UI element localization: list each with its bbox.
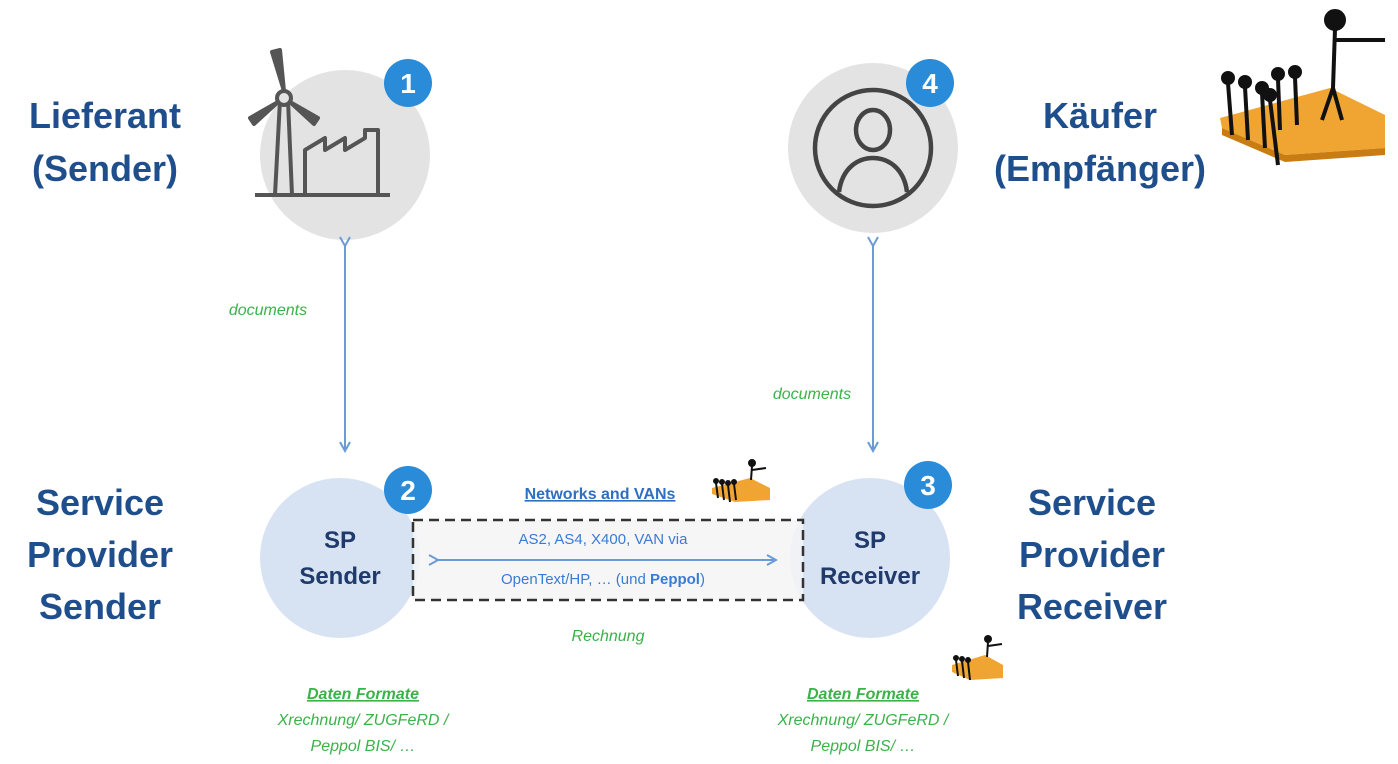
sp-receiver-inner-line1: SP [854,527,886,554]
networks-line2: OpenText/HP, … (und Peppol) [501,571,705,588]
buyer-title-line2: (Empfänger) [994,148,1206,189]
formats-right-line1: Xrechnung/ ZUGFeRD / [777,712,950,729]
sp-sender-title-line3: Sender [39,586,161,627]
badge-1-number: 1 [400,68,416,99]
formats-right-line2: Peppol BIS/ … [811,738,916,755]
networks-line2-peppol: Peppol [650,571,700,588]
formats-left: Daten Formate Xrechnung/ ZUGFeRD / Peppo… [277,686,450,755]
user-profile-icon [812,87,934,209]
formats-left-line1: Xrechnung/ ZUGFeRD / [277,712,450,729]
sp-sender-circle [260,478,420,638]
networks-line2-prefix: OpenText/HP, … (und [501,571,650,588]
badge-4 [906,59,954,107]
sp-receiver-title-line2: Provider [1019,534,1165,575]
formats-right-heading: Daten Formate [807,686,919,703]
node-sp-sender: 2 SP Sender Service Provider Sender [27,466,432,638]
team-leader-small-icon [712,459,770,503]
badge-4-number: 4 [922,68,938,99]
sp-receiver-circle [790,478,950,638]
sp-receiver-title-line3: Receiver [1017,586,1167,627]
sp-sender-inner-line1: SP [324,527,356,554]
buyer-title-line1: Käufer [1043,95,1157,136]
sp-receiver-inner-line2: Receiver [820,563,920,590]
node-sp-receiver: 3 SP Receiver Service Provider Receiver [790,461,1167,638]
team-leader-icon [1220,9,1385,166]
rechnung-label: Rechnung [572,628,645,645]
formats-right: Daten Formate Xrechnung/ ZUGFeRD / Peppo… [777,686,950,755]
sp-sender-title-line1: Service [36,482,164,523]
networks-box: AS2, AS4, X400, VAN via OpenText/HP, … (… [411,486,805,602]
node-supplier: 1 Lieferant (Sender) [29,48,432,240]
badge-2 [384,466,432,514]
sp-receiver-title-line1: Service [1028,482,1156,523]
left-documents-label: documents [229,302,307,319]
right-documents-label: documents [773,386,851,403]
sp-sender-inner-line2: Sender [299,563,380,590]
wind-turbine-factory-icon [248,48,390,197]
badge-2-number: 2 [400,475,416,506]
badge-1 [384,59,432,107]
supplier-title-line1: Lieferant [29,95,181,136]
badge-3-number: 3 [920,470,936,501]
badge-3 [904,461,952,509]
formats-left-heading: Daten Formate [307,686,419,703]
networks-line1: AS2, AS4, X400, VAN via [519,531,689,548]
formats-left-line2: Peppol BIS/ … [311,738,416,755]
node-buyer: 4 Käufer (Empfänger) [788,59,1206,233]
sp-sender-title-line2: Provider [27,534,173,575]
team-leader-small-icon-2 [952,635,1003,681]
networks-heading: Networks and VANs [525,486,676,503]
supplier-title-line2: (Sender) [32,148,178,189]
networks-line2-suffix: ) [700,571,705,588]
